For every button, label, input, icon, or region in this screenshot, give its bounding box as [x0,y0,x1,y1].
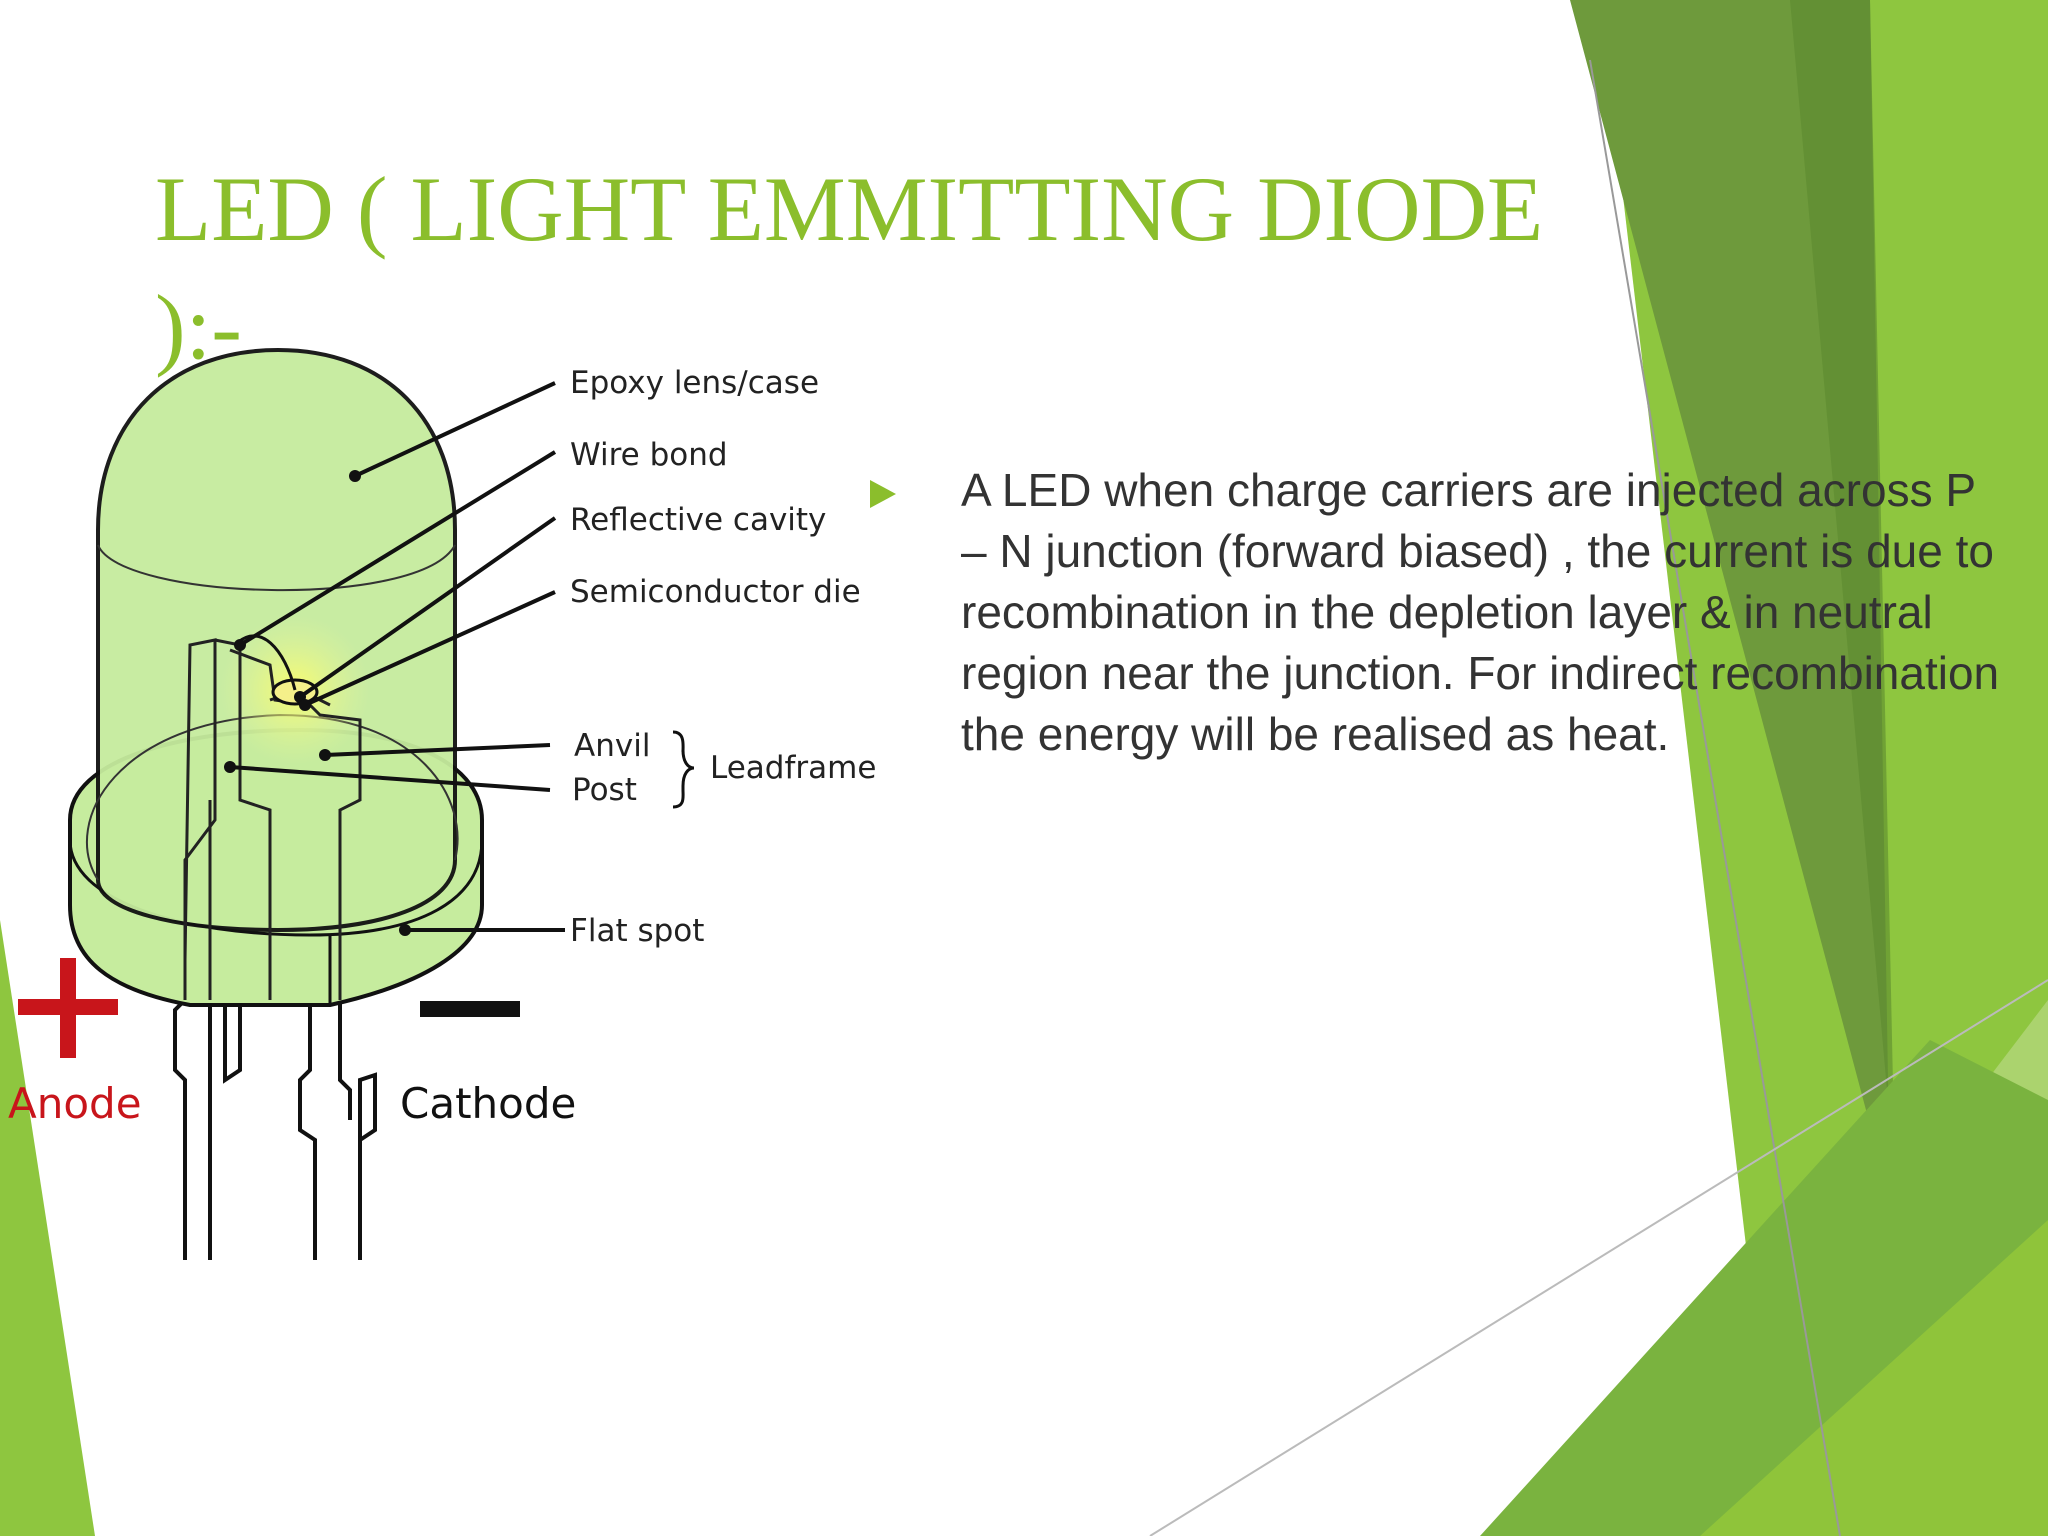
label-reflective-cavity: Reflective cavity [570,502,826,538]
leadframe-internal [183,638,362,1000]
slide-title: LED ( LIGHT EMMITTING DIODE ):- [155,158,1544,378]
label-post: Post [572,772,637,808]
shard-mid [1570,0,1890,1200]
label-semiconductor-die: Semiconductor die [570,574,861,610]
shard-dark [1790,0,1895,1180]
plus-sign-vertical [60,958,76,1058]
shard-bottom-2 [1700,1220,2048,1536]
leadframe-brace [672,730,695,809]
wire-bond-shape [233,634,297,691]
led-leads [173,997,377,1260]
label-cathode: Cathode [400,1079,576,1128]
bullet-item: A LED when charge carriers are injected … [870,460,2000,765]
thin-line-1 [1589,59,1841,1536]
semiconductor-die-shape [271,678,319,706]
minus-sign [420,1001,520,1017]
led-diagram: Epoxy lens/case Wire bond Reflective cav… [8,347,876,1260]
bullet-arrow-icon [870,480,896,508]
dome-rim [97,544,456,592]
thin-line-2 [1149,979,2048,1536]
flange-top [68,839,484,937]
label-leadframe: Leadframe [710,750,876,786]
label-anvil: Anvil [574,728,650,764]
label-anode: Anode [8,1079,142,1128]
label-wire-bond: Wire bond [570,437,728,473]
bullet-text: A LED when charge carriers are injected … [961,464,2000,760]
label-epoxy: Epoxy lens/case [570,365,819,401]
leader-dots [224,470,411,936]
label-flat-spot: Flat spot [570,913,704,949]
leader-lines [229,381,565,932]
left-wedge [0,920,95,1536]
bullet-list: A LED when charge carriers are injected … [870,460,2000,765]
